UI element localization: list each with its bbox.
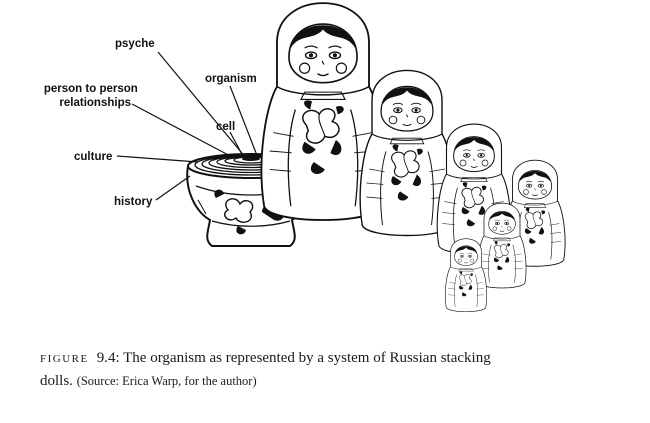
label-culture: culture [74,151,112,163]
caption-text-cont: dolls. [40,373,73,389]
figure-caption: FIGURE 9.4: The organism as represented b… [40,347,630,392]
doll-5 [477,202,527,289]
label-history: history [114,196,153,208]
label-leader-lines [116,51,259,201]
stacking-dolls-figure: psyche organism person to person relatio… [44,2,566,313]
caption-figure-number: 9.4: [96,350,120,366]
label-psyche: psyche [115,38,155,50]
label-person-to-person: person to person relationships [44,83,141,109]
label-cell: cell [216,121,235,133]
doll-6 [444,238,488,313]
caption-text: The organism as represented by a system … [123,350,491,366]
label-organism: organism [205,73,257,85]
caption-figure-prefix: FIGURE [40,353,89,365]
caption-source: (Source: Erica Warp, for the author) [76,374,257,388]
